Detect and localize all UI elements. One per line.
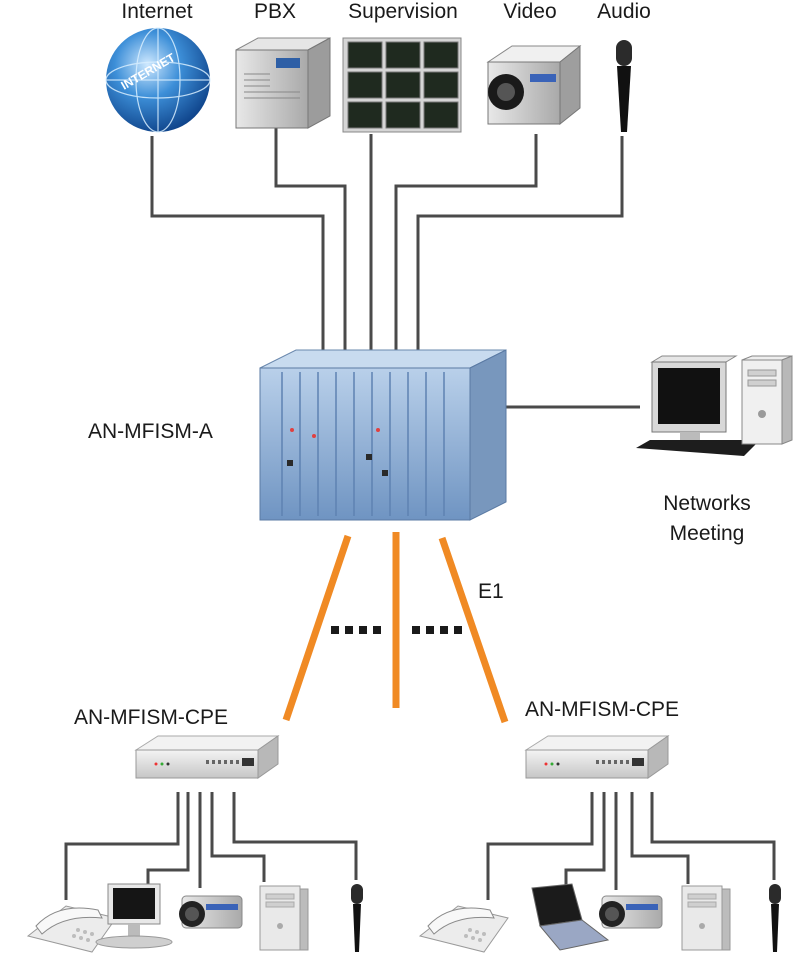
e1-links [282,532,509,724]
pc-tower-icon [681,885,731,951]
audio-label: Audio [597,0,651,23]
video-camera-icon [598,895,663,929]
lcd-monitor-icon [95,883,173,949]
internet-label: Internet [121,0,193,23]
monitor-wall-icon [342,37,462,133]
globe-icon: INTERNET [105,27,211,133]
video-label: Video [503,0,557,23]
laptop-icon [531,883,610,951]
e1-label: E1 [478,580,504,603]
ellipsis-dots [331,626,462,634]
pbx-label: PBX [253,0,297,23]
cpe-right-cables [486,792,776,900]
cpe-right-label: AN-MFISM-CPE [525,698,679,721]
pbx-cabinet-icon [235,37,331,129]
cpe-right-device [525,735,669,779]
cpe-left-cables [64,792,358,900]
microphone-icon [351,884,363,952]
meeting-label-line1: Networks [663,492,751,515]
central-device-label: AN-MFISM-A [88,420,213,443]
telephone-icon [419,905,509,953]
microphone-icon [616,40,632,132]
central-rack-device [259,349,507,521]
video-camera-icon [486,44,582,126]
meeting-label-line2: Meeting [669,522,745,545]
desktop-computer-icon [636,355,793,456]
supervision-label: Supervision [348,0,458,23]
video-camera-icon [178,895,243,929]
cpe-left-label: AN-MFISM-CPE [74,706,228,729]
cpe-left-device [135,735,279,779]
pc-tower-icon [259,885,309,951]
top-cable-bundle [150,128,640,409]
microphone-icon [769,884,781,952]
